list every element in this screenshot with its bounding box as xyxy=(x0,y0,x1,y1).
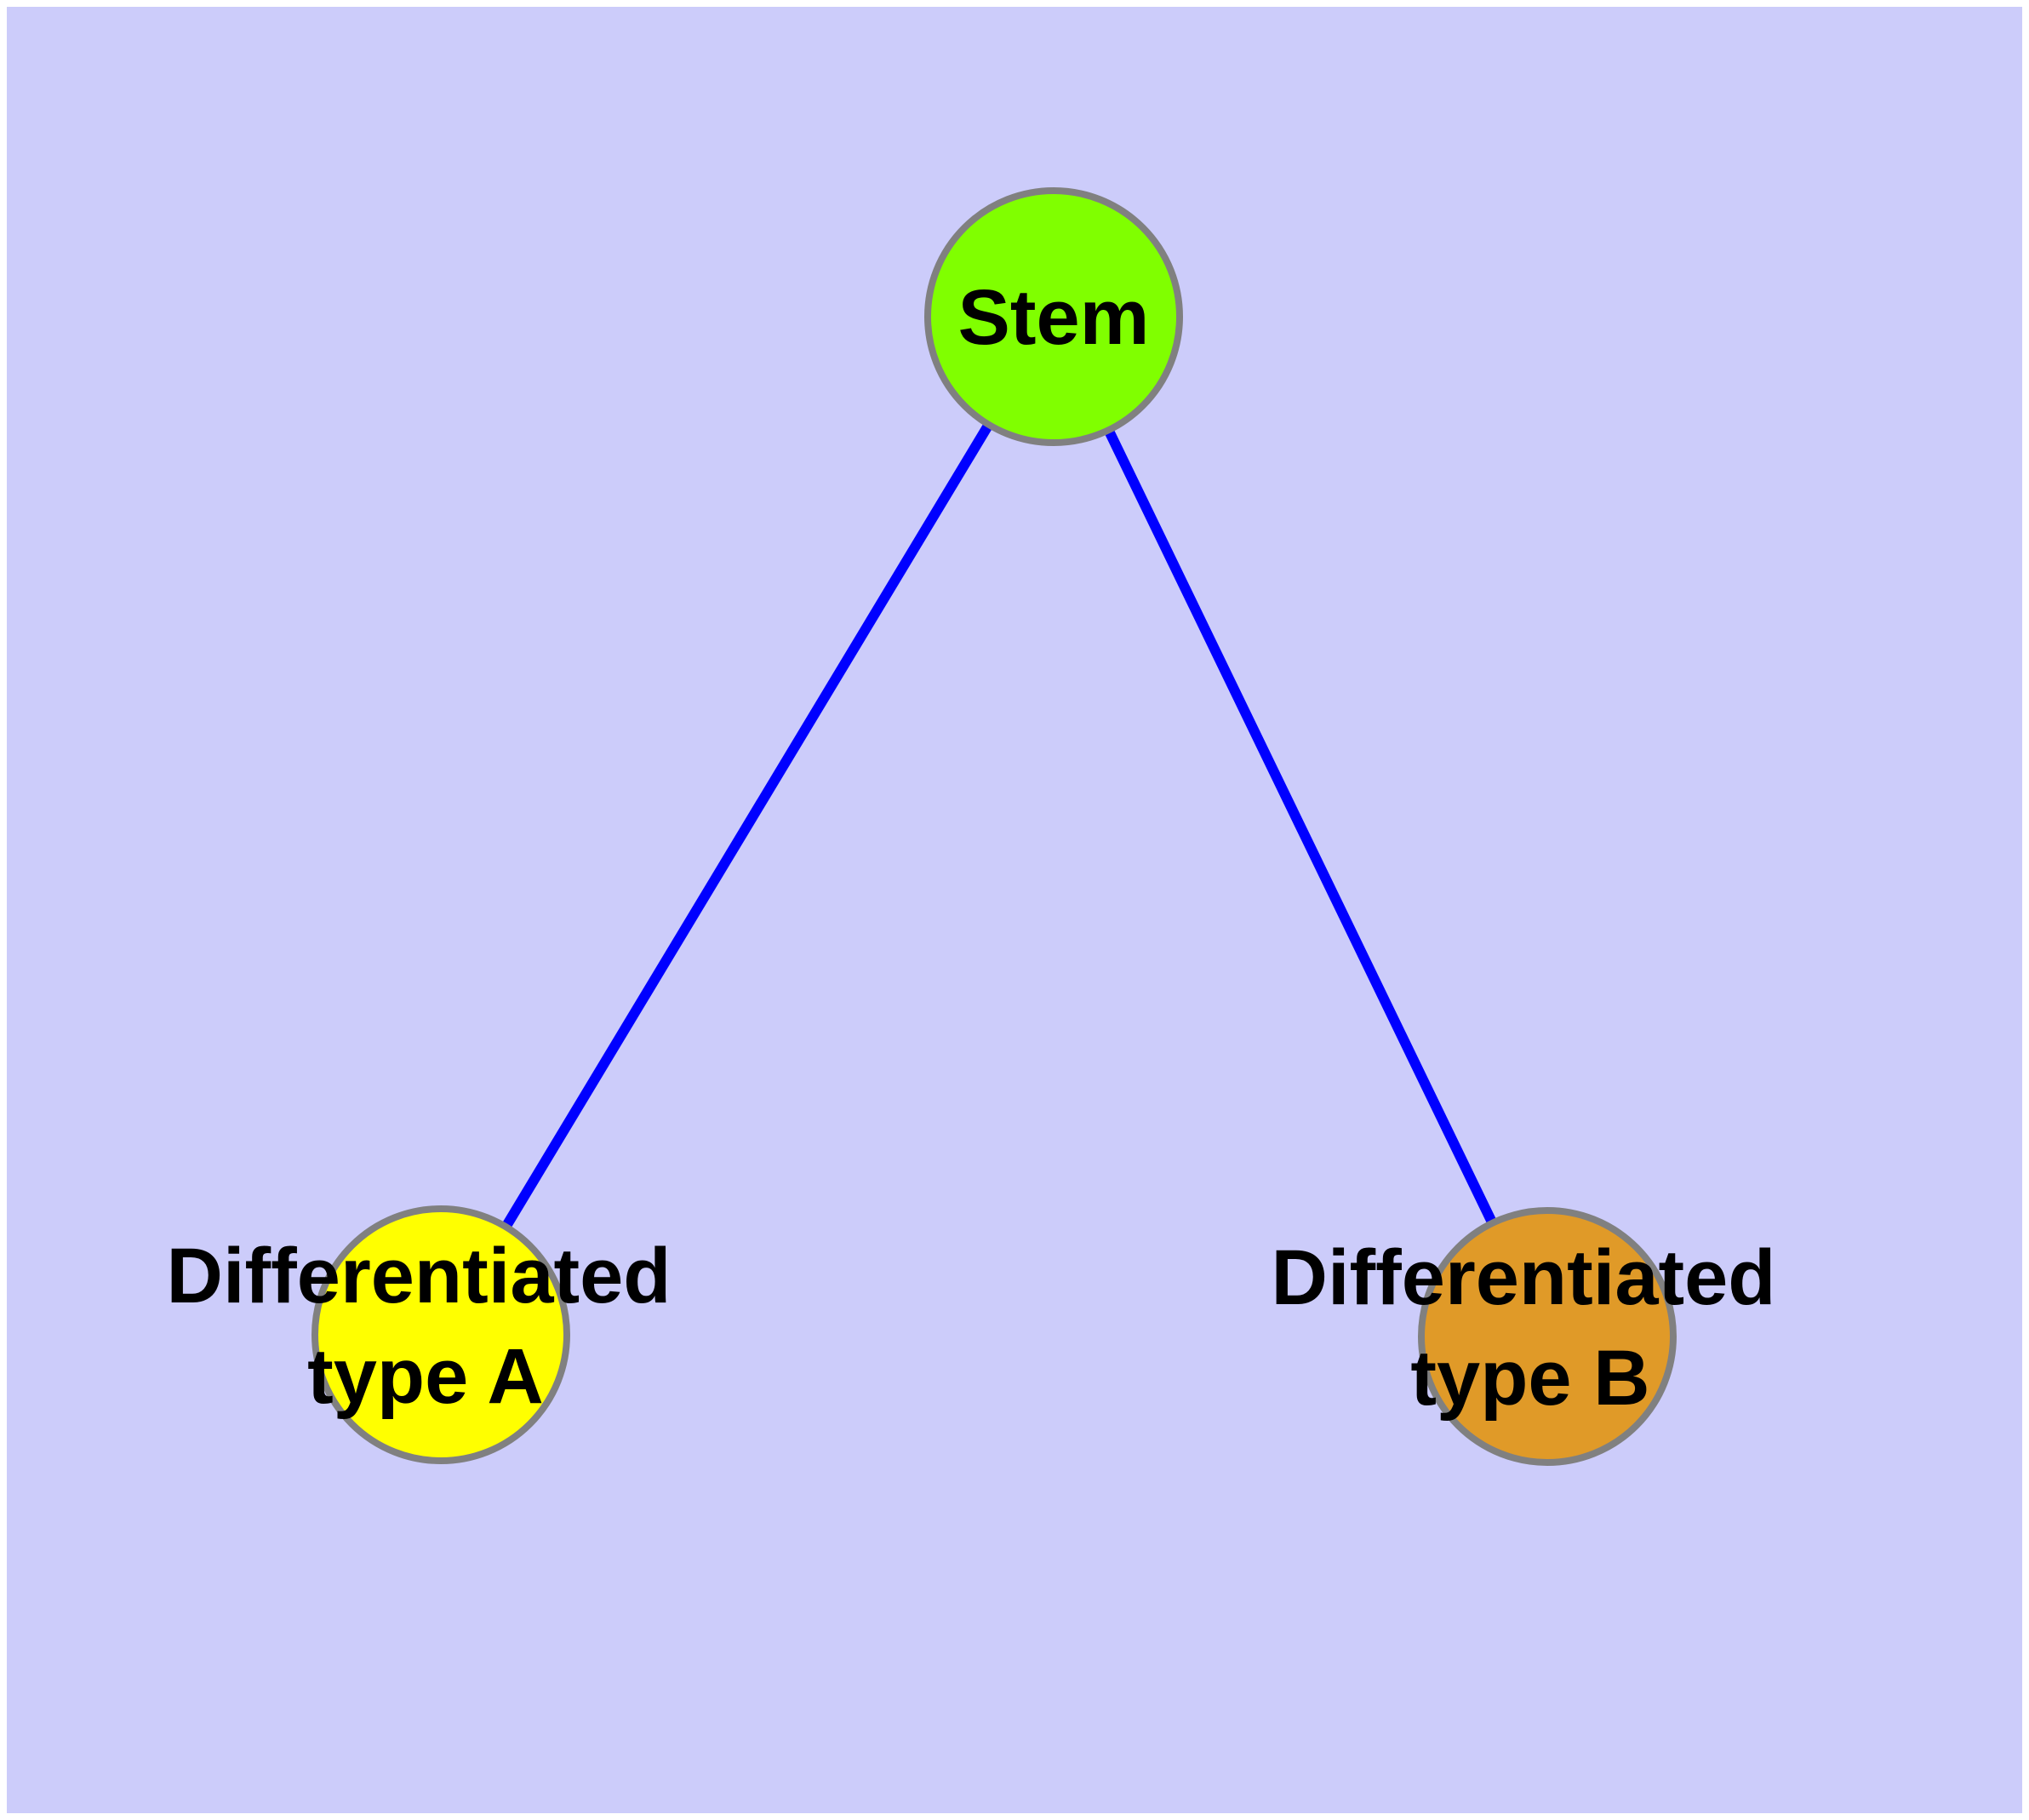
node-differentiated-type-b-label-line-2: type B xyxy=(1410,1335,1649,1422)
node-stem-circle[interactable] xyxy=(924,187,1183,446)
node-differentiated-type-a-label-line-1: Differentiated xyxy=(167,1233,672,1319)
node-differentiated-type-b-label-line-1: Differentiated xyxy=(1272,1234,1776,1321)
node-layer xyxy=(311,187,1677,1466)
node-stem[interactable] xyxy=(924,187,1183,446)
node-differentiated-type-a-label-line-2: type A xyxy=(307,1333,544,1420)
edge-layer xyxy=(436,313,1552,1339)
label-layer: Stem Differentiated type A Differentiate… xyxy=(167,274,1776,1422)
node-differentiated-type-a[interactable] xyxy=(311,1205,570,1464)
node-differentiated-type-a-circle[interactable] xyxy=(311,1205,570,1464)
node-differentiated-type-b[interactable] xyxy=(1418,1207,1677,1466)
edge-stem-to-differentiated-type-b[interactable] xyxy=(1049,314,1552,1339)
node-stem-label: Stem xyxy=(958,274,1150,361)
node-differentiated-type-b-circle[interactable] xyxy=(1418,1207,1677,1466)
edge-stem-to-differentiated-type-a[interactable] xyxy=(436,313,1059,1338)
